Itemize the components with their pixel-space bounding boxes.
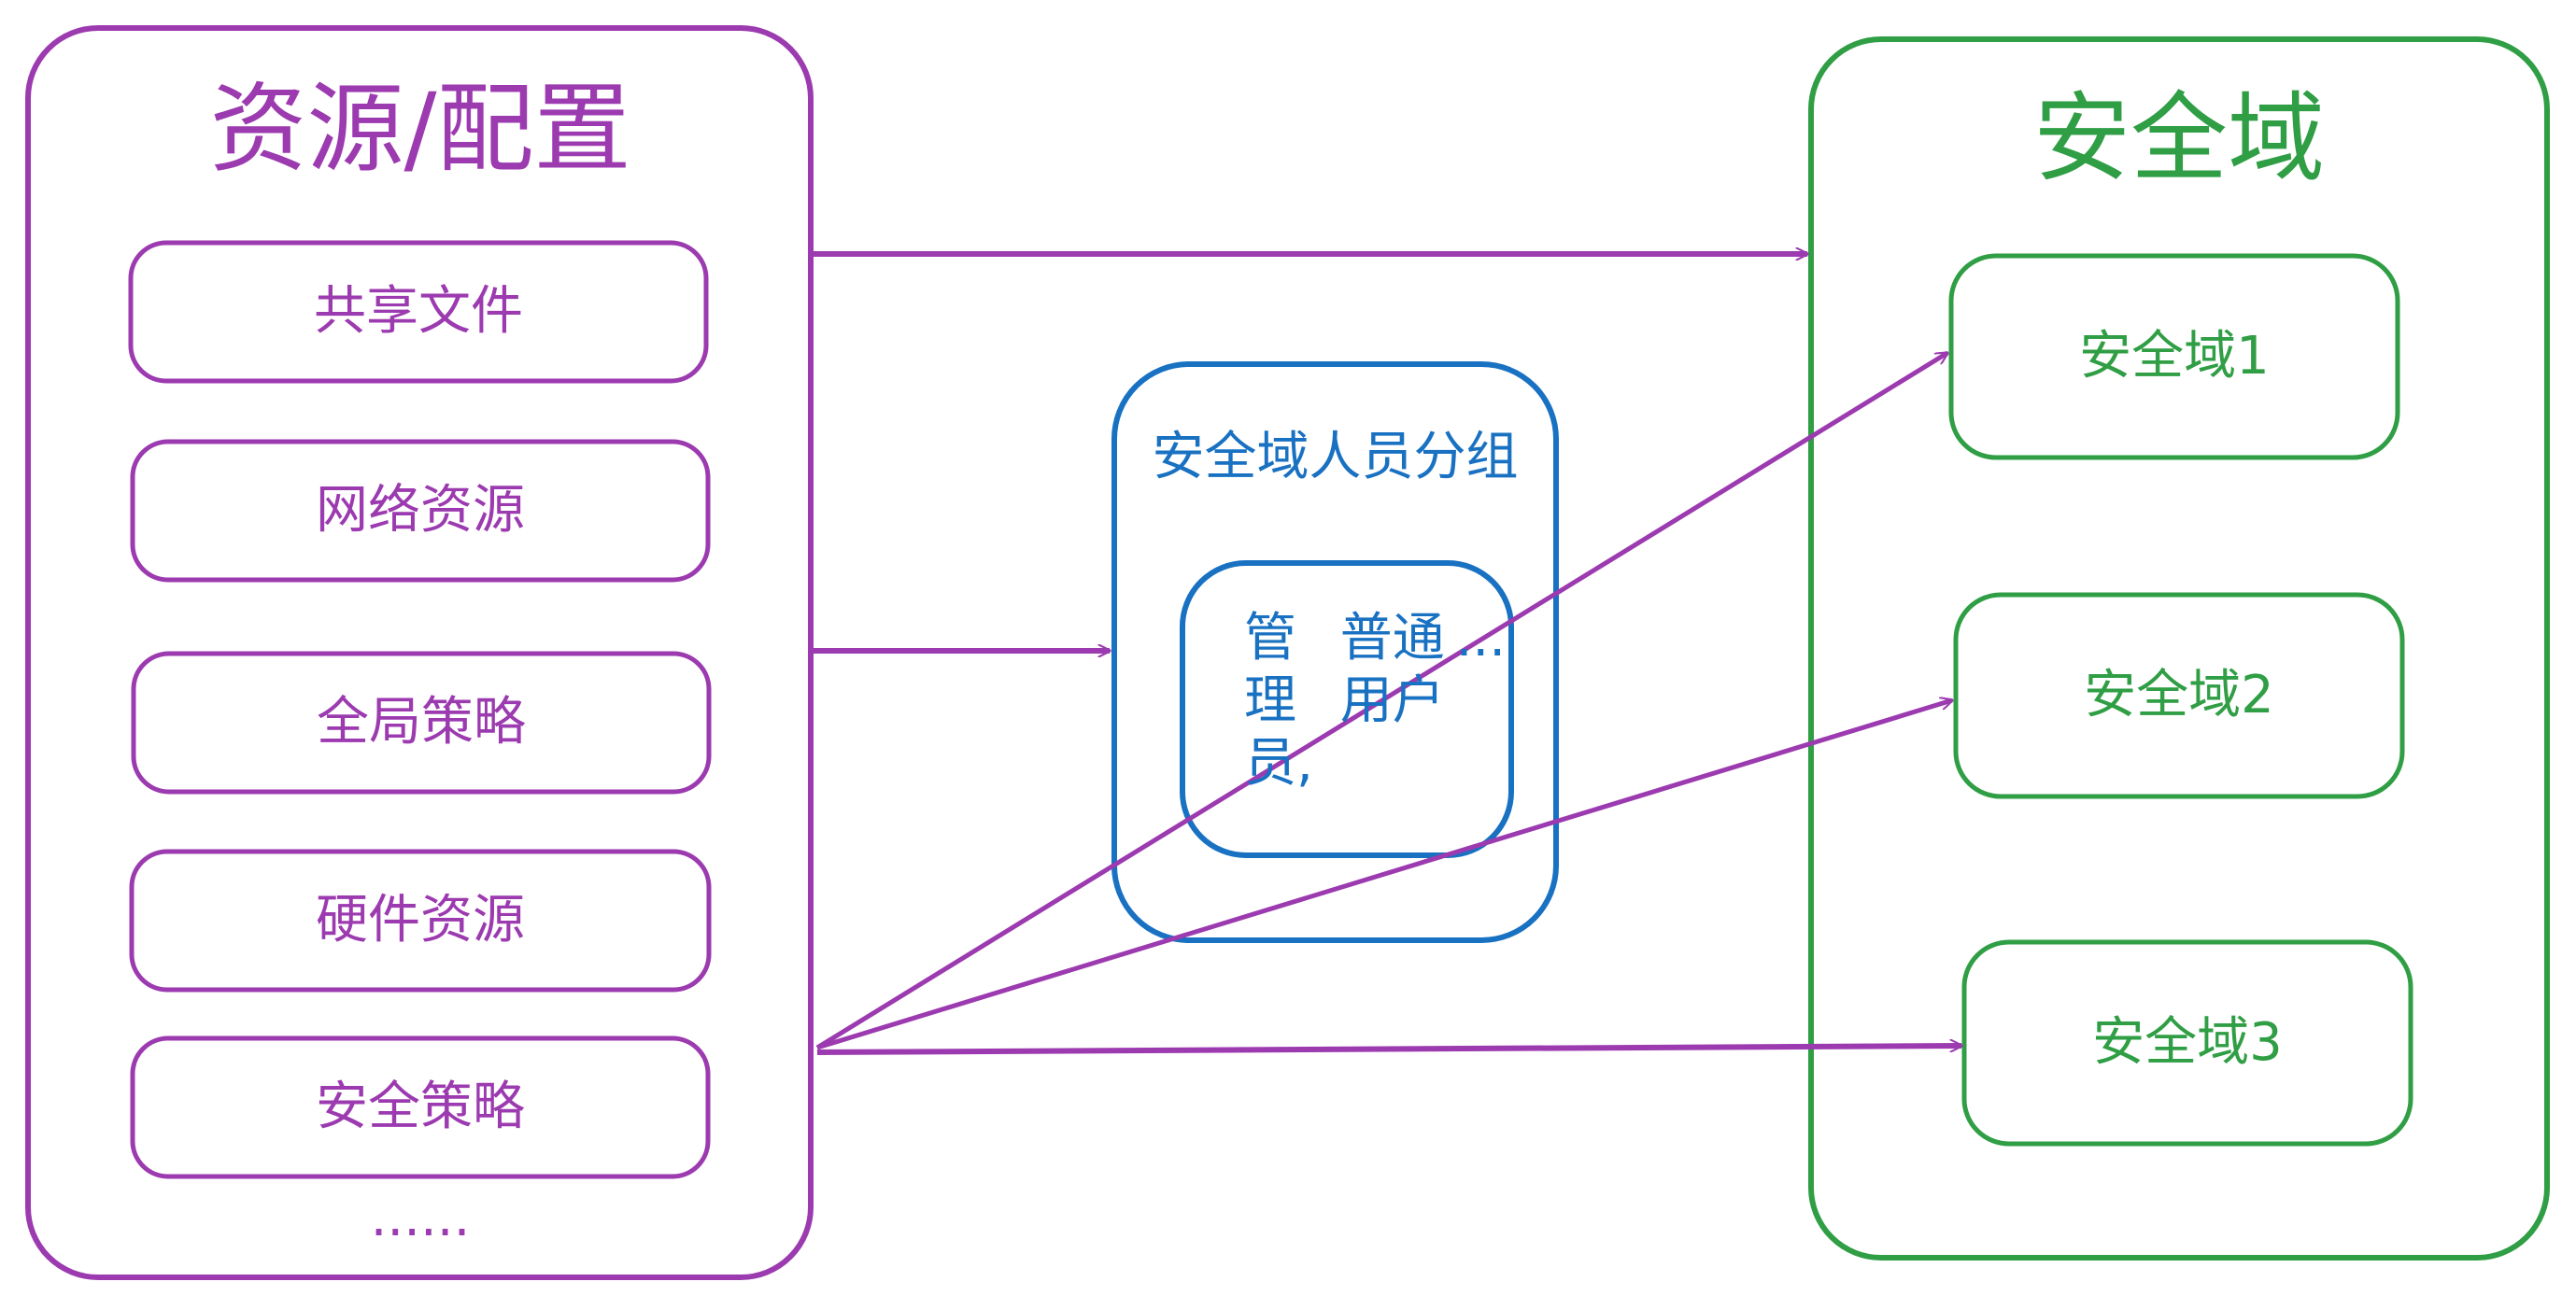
resource-item-network: 网络资源 — [316, 480, 525, 541]
domains-title: 安全域 — [2032, 81, 2325, 195]
domain-box-1 — [1948, 253, 2400, 460]
resource-item-box-global-policy — [131, 651, 712, 795]
resource-item-box-hardware — [129, 849, 712, 993]
group-members-box — [1180, 560, 1514, 858]
domain-box-3 — [1961, 939, 2413, 1147]
resources-container — [25, 25, 814, 1280]
arrow-policy-to-domain-2 — [816, 700, 1952, 1050]
group-member-admin: 管理员, — [1244, 608, 1313, 795]
domain-box-2 — [1953, 592, 2405, 799]
resources-title: 资源/配置 — [209, 72, 631, 186]
resources-more: ...... — [370, 1188, 471, 1248]
arrow-policy-to-domain-3 — [816, 1046, 1961, 1055]
group-members-more: ... — [1455, 608, 1506, 669]
arrow-policy-to-domain-1 — [815, 350, 1947, 1050]
group-member-user: 普通用户 — [1339, 608, 1445, 732]
domain-label-3: 安全域3 — [2092, 1012, 2283, 1073]
domain-label-1: 安全域1 — [2079, 326, 2270, 387]
resource-item-security-policy: 安全策略 — [316, 1077, 525, 1137]
resource-item-global-policy: 全局策略 — [317, 692, 526, 753]
resource-item-box-security-policy — [130, 1035, 711, 1179]
resource-item-hardware: 硬件资源 — [316, 890, 525, 951]
domain-label-2: 安全域2 — [2084, 665, 2274, 725]
resource-item-shared-files: 共享文件 — [314, 281, 523, 342]
resource-item-box-network — [130, 439, 711, 583]
group-container — [1111, 361, 1559, 943]
resource-item-box-shared-files — [128, 240, 709, 384]
group-title: 安全域人员分组 — [1152, 427, 1519, 487]
domains-container — [1808, 36, 2550, 1261]
group-members: 管理员, 普通用户 ... — [1244, 607, 1506, 831]
